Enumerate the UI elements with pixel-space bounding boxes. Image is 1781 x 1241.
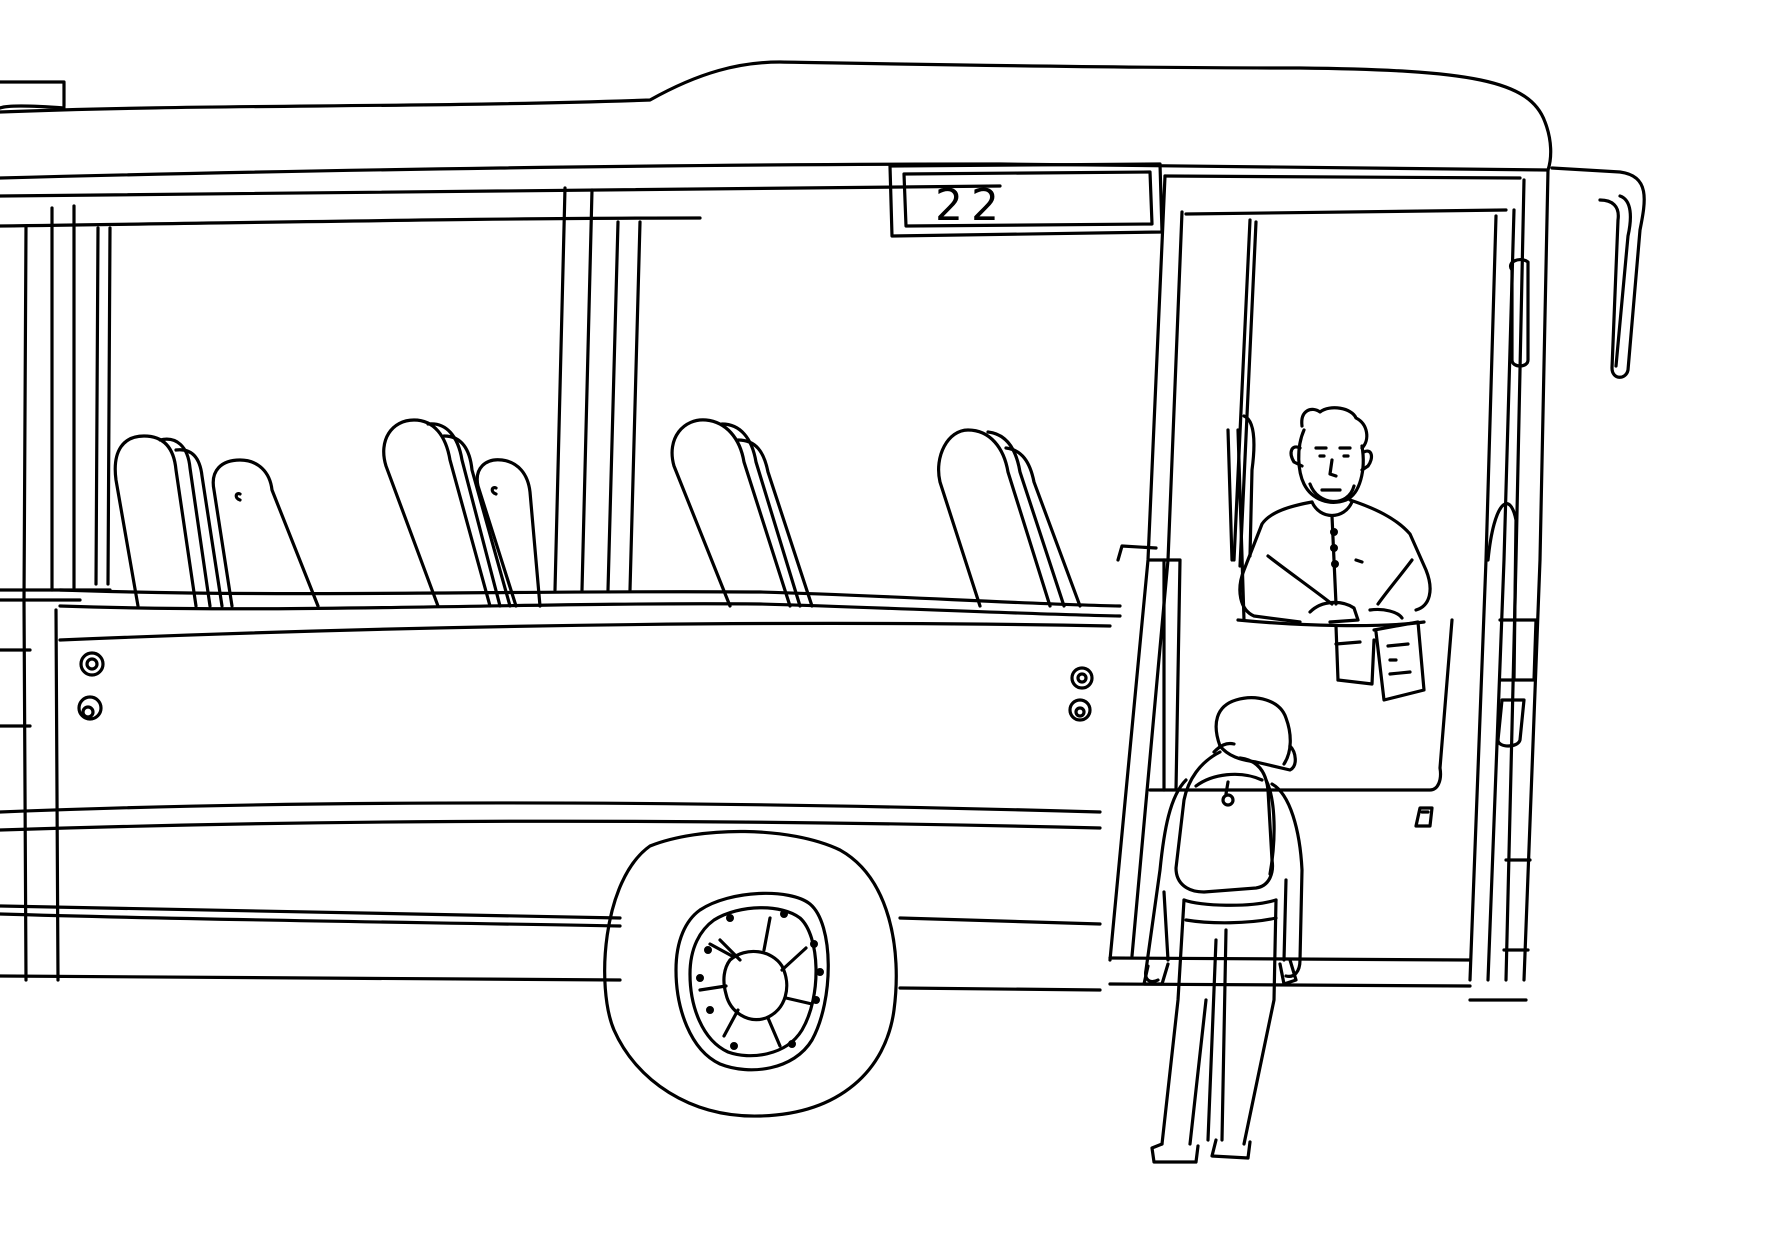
seat bbox=[939, 430, 1080, 606]
seat bbox=[384, 420, 510, 606]
bus-driver bbox=[1228, 408, 1430, 700]
side-mirror bbox=[1552, 168, 1644, 377]
driver-shirt bbox=[1240, 500, 1430, 622]
passenger-body bbox=[1144, 780, 1302, 1162]
waiting-passenger bbox=[1144, 698, 1302, 1162]
seat bbox=[115, 436, 222, 606]
route-number: 22 bbox=[935, 180, 1007, 231]
route-sign: 22 bbox=[890, 164, 1162, 236]
panel-bolts bbox=[79, 653, 1092, 720]
seat bbox=[672, 420, 812, 606]
seat bbox=[477, 460, 540, 606]
passenger-backpack bbox=[1176, 752, 1274, 892]
bus-seats bbox=[115, 420, 1080, 606]
bus-roof bbox=[0, 62, 1551, 226]
ticket-machine bbox=[1238, 620, 1424, 700]
bus-front bbox=[1470, 168, 1644, 1000]
passenger-head bbox=[1214, 698, 1295, 770]
bus-lower-body bbox=[0, 226, 1100, 990]
driver-hands bbox=[1310, 602, 1402, 622]
bus-wheel bbox=[605, 831, 897, 1116]
seat bbox=[213, 460, 318, 606]
